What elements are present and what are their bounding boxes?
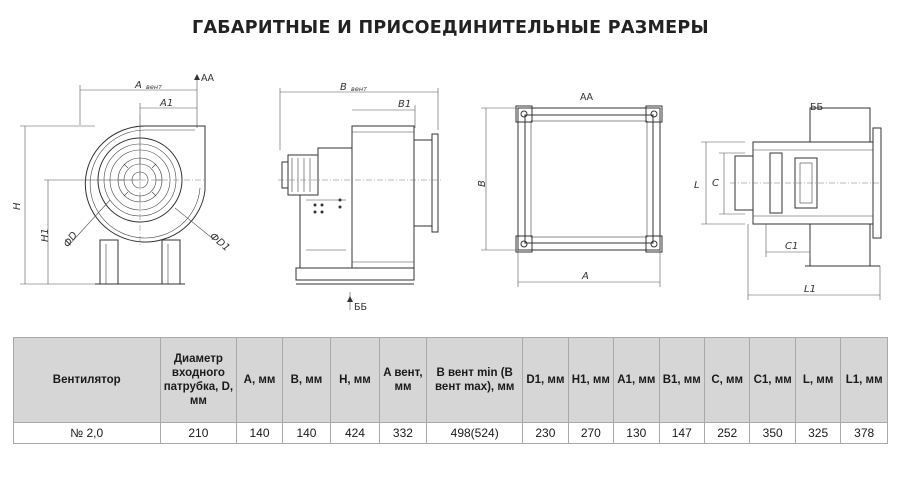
table-cell: 230 xyxy=(522,422,569,444)
column-header: H1, мм xyxy=(567,337,615,423)
column-header: C1, мм xyxy=(749,337,796,423)
column-header: H, мм xyxy=(330,337,380,423)
section-mark-bb: ББ xyxy=(354,302,367,313)
dim-h1-label: H1 xyxy=(40,228,51,242)
dim-a-vent-sub: вент xyxy=(146,83,162,91)
dim-phi-d-label: ФD xyxy=(62,230,81,250)
dim-a1-label: A1 xyxy=(159,98,173,109)
technical-drawing: A вент АА A1 H H1 xyxy=(12,73,882,313)
column-header: B1, мм xyxy=(658,337,705,423)
table-cell: 140 xyxy=(281,422,332,444)
table-cell: 378 xyxy=(840,422,888,444)
table-cell: 252 xyxy=(703,422,751,444)
view-aa: АА B A xyxy=(477,92,663,287)
section-arrow-bb xyxy=(347,296,353,302)
table-cell: 424 xyxy=(330,422,380,444)
front-view: A вент АА A1 H H1 xyxy=(12,73,232,285)
page-title: ГАБАРИТНЫЕ И ПРИСОЕДИНИТЕЛЬНЫЕ РАЗМЕРЫ xyxy=(192,18,709,38)
table-cell: 498(524) xyxy=(426,422,524,444)
dim-l-label: L xyxy=(694,180,700,191)
table-cell: 332 xyxy=(378,422,428,444)
dim-phi-d1-label: ФD1 xyxy=(207,231,231,254)
section-mark-aa: АА xyxy=(201,73,214,84)
column-header: L, мм xyxy=(794,337,842,423)
table-header-row: Вентилятор Диаметр входного патрубка, D,… xyxy=(13,337,888,423)
table-cell: 130 xyxy=(613,422,660,444)
dim-l1-label: L1 xyxy=(804,284,816,295)
dim-b-vent-sub: вент xyxy=(351,85,367,93)
table-cell: 325 xyxy=(794,422,842,444)
dim-a-vent-label: A xyxy=(134,80,142,91)
column-header: C, мм xyxy=(703,337,751,423)
table-cell: 210 xyxy=(159,422,238,444)
dim-b-vent-label: B xyxy=(340,82,347,93)
column-header: Диаметр входного патрубка, D, мм xyxy=(159,337,238,423)
dim-a-label: A xyxy=(581,271,589,282)
table-row: № 2,0 210 140 140 424 332 498(524) 230 2… xyxy=(13,422,888,444)
section-arrow-aa xyxy=(194,74,200,80)
dim-h-label: H xyxy=(12,202,23,210)
column-header: B, мм xyxy=(281,337,332,423)
dim-c1-label: C1 xyxy=(785,241,798,252)
dim-c-label: C xyxy=(712,178,719,189)
table-cell: 147 xyxy=(658,422,705,444)
table-cell: 140 xyxy=(236,422,283,444)
dimensions-table: Вентилятор Диаметр входного патрубка, D,… xyxy=(13,337,888,444)
table-cell: № 2,0 xyxy=(13,422,161,444)
side-view: B вент B1 ББ xyxy=(278,82,442,313)
column-header: A, мм xyxy=(236,337,283,423)
dim-b-label: B xyxy=(477,180,488,187)
table-cell: 270 xyxy=(567,422,615,444)
table-cell: 350 xyxy=(749,422,796,444)
column-header: B вент min (B вент max), мм xyxy=(426,337,524,423)
view-aa-title: АА xyxy=(580,92,593,103)
view-bb: ББ L C C1 L1 xyxy=(694,102,882,300)
column-header: D1, мм xyxy=(522,337,569,423)
column-header: A1, мм xyxy=(613,337,660,423)
column-header: A вент, мм xyxy=(378,337,428,423)
column-header: Вентилятор xyxy=(13,337,161,423)
dim-b1-label: B1 xyxy=(398,99,411,110)
column-header: L1, мм xyxy=(840,337,888,423)
